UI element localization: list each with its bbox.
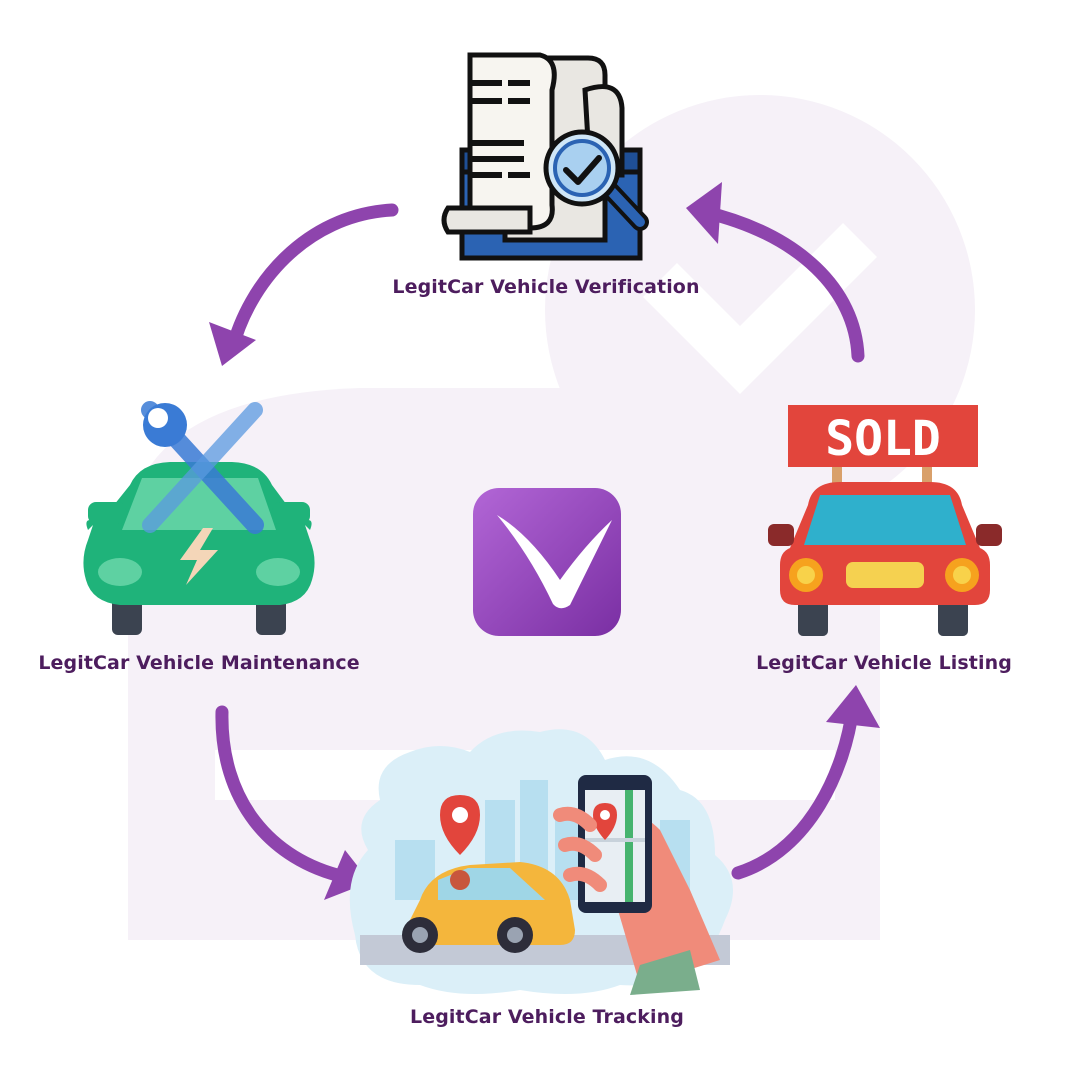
- verification-stage-label: LegitCar Vehicle Verification: [392, 276, 700, 298]
- arrow-listing-to-verification: [686, 182, 865, 363]
- arrow-maintenance-to-tracking: [215, 705, 370, 900]
- car-wrench-icon: [83, 401, 315, 635]
- sold-sign-text: SOLD: [825, 411, 941, 467]
- arrow-verification-to-maintenance: [209, 203, 399, 366]
- document-magnifier-check-icon: [441, 52, 649, 261]
- legitcar-check-logo-icon: [473, 488, 621, 636]
- maintenance-stage-label: LegitCar Vehicle Maintenance: [38, 652, 360, 674]
- tracking-stage-label: LegitCar Vehicle Tracking: [410, 1006, 684, 1028]
- arrow-tracking-to-listing: [731, 685, 880, 880]
- listing-stage-label: LegitCar Vehicle Listing: [756, 652, 1012, 674]
- phone-car-tracking-icon: [349, 729, 733, 995]
- car-sold-sign-icon: SOLD: [768, 405, 1002, 636]
